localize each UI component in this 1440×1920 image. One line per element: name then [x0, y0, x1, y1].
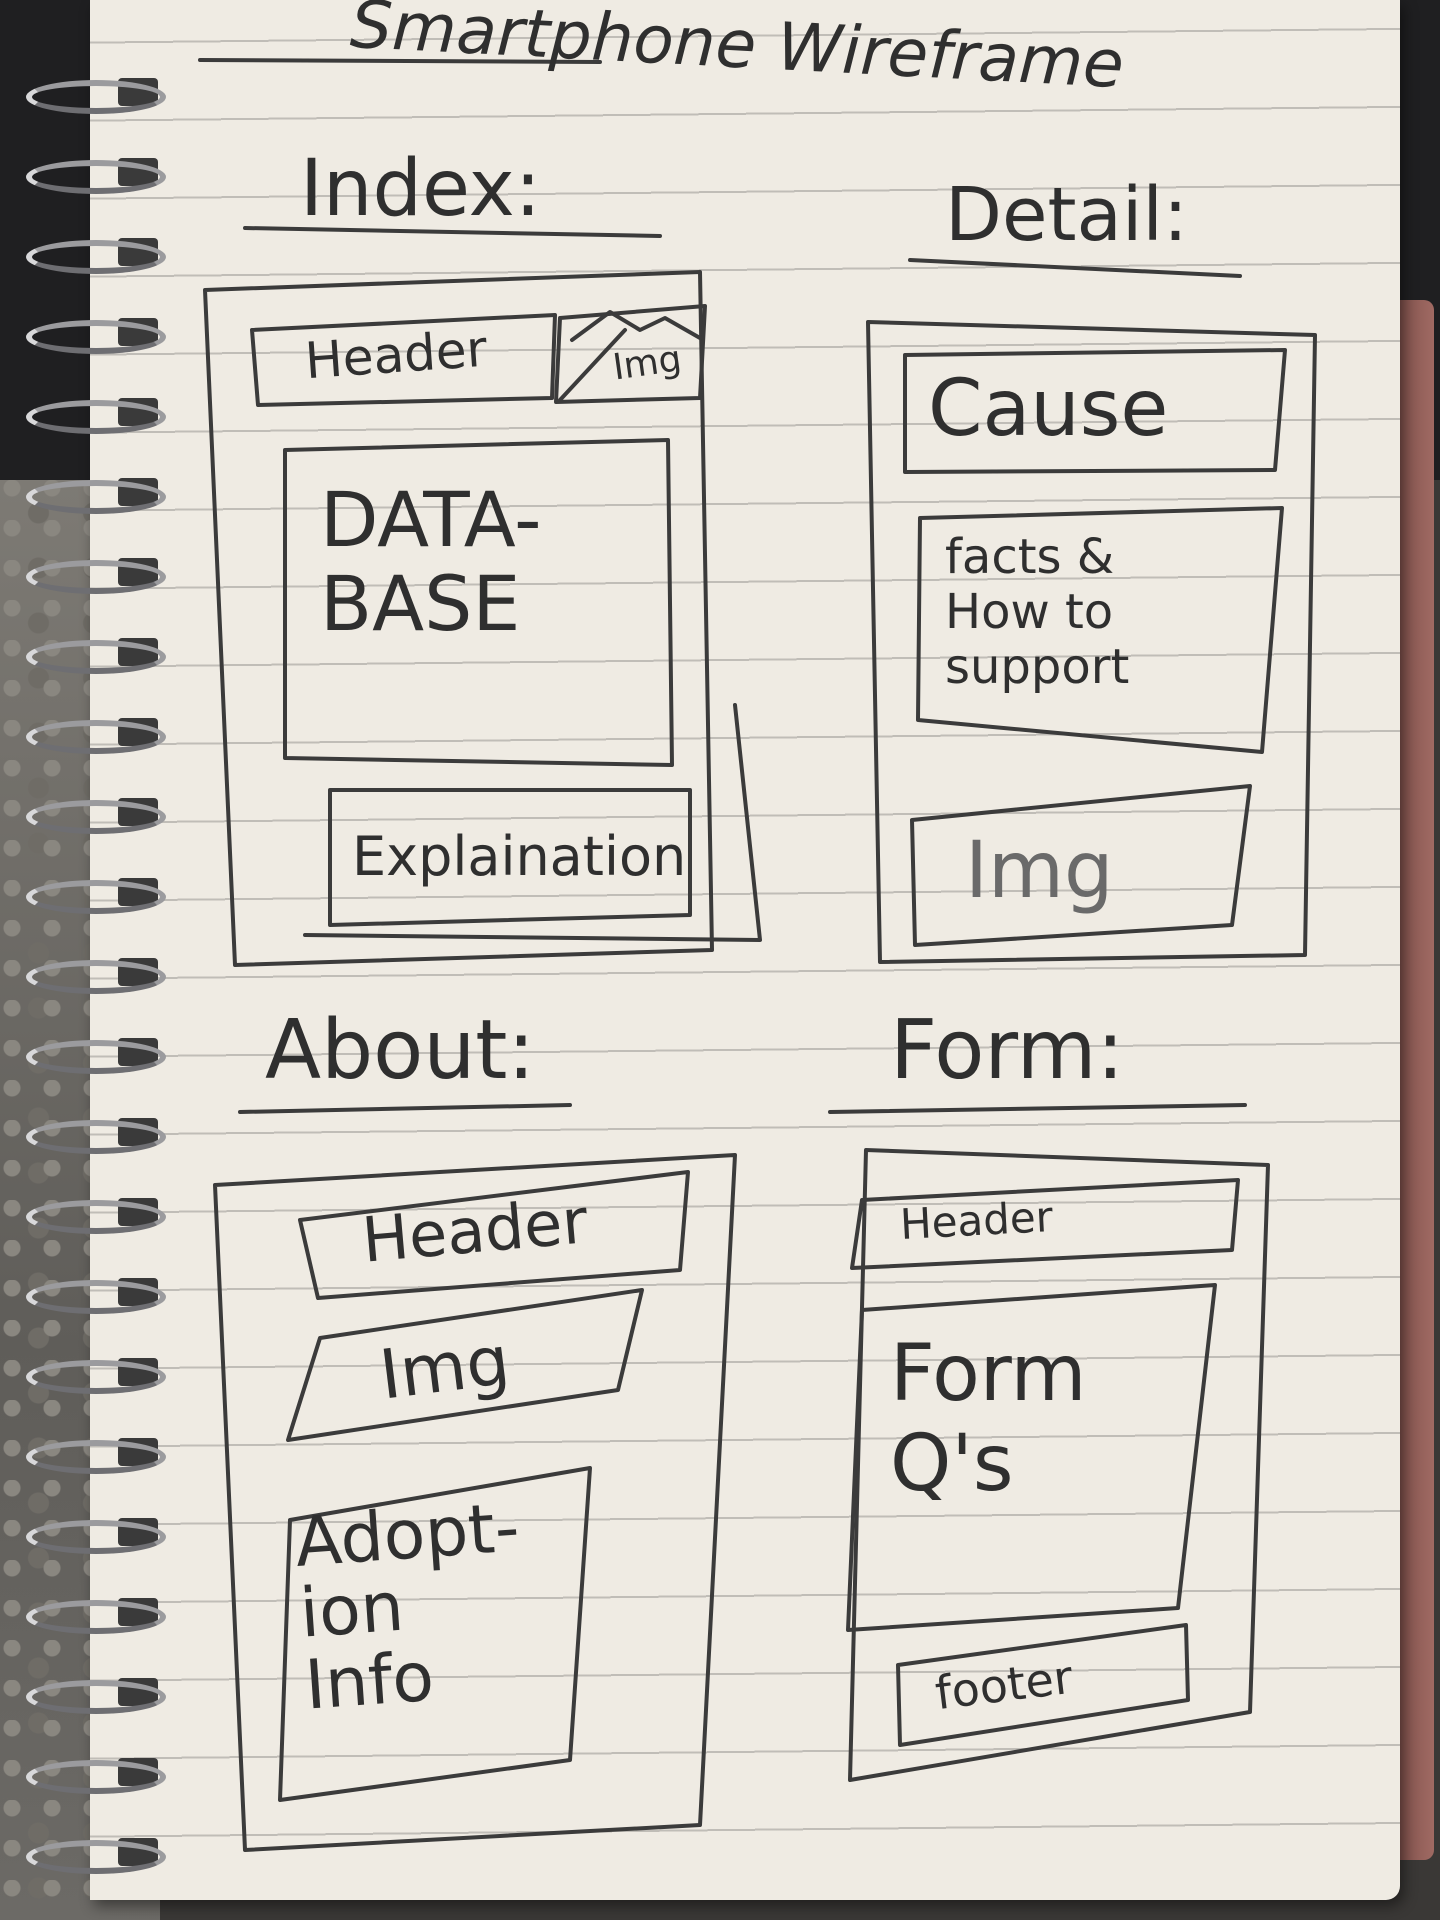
- detail-cause-label: Cause: [928, 364, 1169, 454]
- index-phone-frame: [203, 270, 714, 967]
- detail-heading: Detail:: [945, 172, 1188, 258]
- form-footer-box: [896, 1623, 1190, 1747]
- index-header-label: Header: [303, 319, 489, 391]
- index-heading: Index:: [300, 144, 542, 234]
- index-database-box: [283, 438, 674, 767]
- form-questions-label: Form Q's: [890, 1329, 1087, 1509]
- form-header-box: [850, 1178, 1240, 1270]
- index-heading-underline: [243, 226, 662, 238]
- detail-img-label: Img: [965, 826, 1114, 916]
- about-heading-underline: [238, 1103, 572, 1114]
- index-img-slash: [558, 328, 627, 402]
- detail-facts-box: [916, 506, 1284, 754]
- index-img-label: Img: [610, 338, 684, 389]
- detail-heading-underline: [908, 258, 1242, 278]
- about-phone-frame: [213, 1153, 737, 1852]
- index-img-mountain-icon: [570, 310, 702, 342]
- form-heading: Form:: [890, 1003, 1125, 1098]
- notebook-back-cover: [1394, 300, 1434, 1860]
- index-explanation-box: [328, 788, 692, 927]
- form-phone-frame: [848, 1148, 1270, 1782]
- detail-phone-frame: [866, 320, 1317, 964]
- about-img-label: Img: [375, 1321, 514, 1416]
- index-explanation-label: Explaination: [352, 825, 687, 888]
- detail-cause-box: [903, 348, 1287, 474]
- form-questions-box: [846, 1283, 1217, 1632]
- about-adoption-label: Adopt- ion Info: [292, 1488, 522, 1726]
- about-header-label: Header: [359, 1184, 591, 1277]
- title-guide-line: [198, 58, 602, 64]
- about-header-box: [298, 1170, 690, 1300]
- about-adoption-box: [278, 1466, 592, 1802]
- index-img-box: [554, 304, 707, 404]
- detail-facts-label: facts & How to support: [945, 529, 1130, 696]
- index-database-label: DATA- BASE: [320, 475, 542, 648]
- index-frame-shadow-line: [303, 703, 762, 942]
- detail-img-box: [910, 784, 1252, 947]
- about-img-box: [286, 1288, 644, 1442]
- form-header-label: Header: [898, 1192, 1055, 1249]
- index-header-box: [250, 313, 557, 407]
- form-heading-underline: [828, 1103, 1247, 1114]
- about-heading: About:: [265, 1003, 536, 1098]
